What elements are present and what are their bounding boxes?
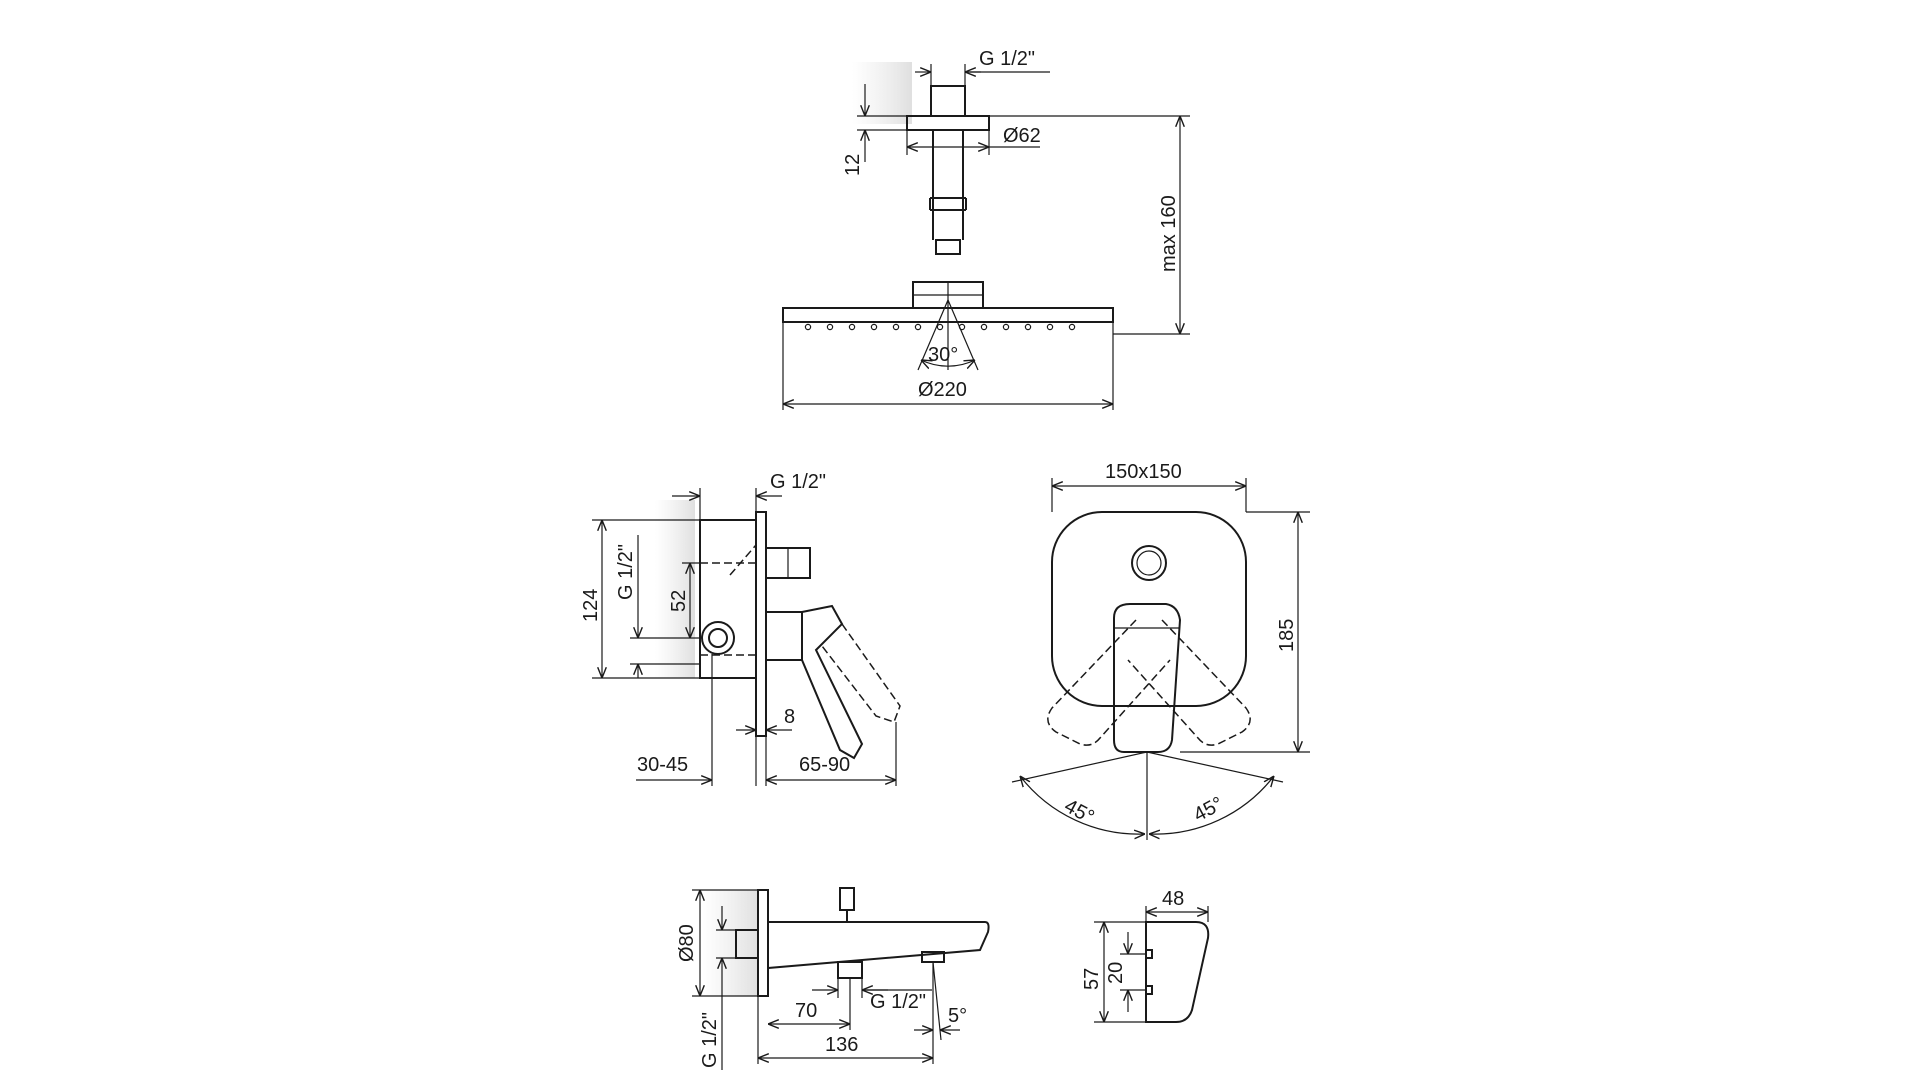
spout-angle-label: 5°: [948, 1005, 967, 1027]
spout-end-view: 48 57 20: [1081, 888, 1210, 1023]
left-angle-label: 45°: [1061, 795, 1098, 829]
head-diameter-label: Ø220: [918, 379, 967, 401]
mixer-side-view: G 1/2" 124 G 1/2" 52 8 30-45 65-90: [580, 471, 901, 786]
depth-right-label: 65-90: [799, 754, 850, 776]
nozzle-dot: [826, 323, 834, 331]
spout-thread-left-label: G 1/2": [699, 1012, 721, 1068]
nozzle-dot: [980, 323, 988, 331]
inner-height-label: 52: [668, 590, 690, 612]
spout-diameter-label: Ø80: [676, 924, 698, 962]
mixer-front-view: 150x150 185 45° 45°: [1011, 461, 1310, 840]
plate-label: 8: [784, 706, 795, 728]
max-height-label: max 160: [1158, 195, 1180, 272]
front-height-label: 185: [1276, 619, 1298, 652]
thread-label: G 1/2": [979, 48, 1035, 70]
nozzle-dot: [1024, 323, 1032, 331]
nozzle-dot: [936, 323, 944, 331]
end-height-label: 57: [1081, 968, 1103, 990]
spray-angle-label: 30°: [928, 344, 958, 366]
shower-head-view: 30° G 1/2" Ø62 12 max 160 Ø220: [782, 48, 1190, 410]
spout-view: Ø80 G 1/2" 70 G 1/2" 5° 136: [676, 887, 990, 1070]
plate-size-label: 150x150: [1105, 461, 1182, 483]
end-inner-label: 20: [1105, 962, 1127, 984]
nozzle-dot: [1046, 323, 1054, 331]
spout-length-label: 136: [825, 1034, 858, 1056]
height-label: 124: [580, 589, 602, 622]
nozzle-dot: [848, 323, 856, 331]
depth-left-label: 30-45: [637, 754, 688, 776]
flange-diameter-label: Ø62: [1003, 125, 1041, 147]
thread-left-label: G 1/2": [615, 544, 637, 600]
thread-top-label: G 1/2": [770, 471, 826, 493]
spout-offset-label: 70: [795, 1000, 817, 1022]
nozzle-dot: [914, 323, 922, 331]
spout-thread-bottom-label: G 1/2": [870, 991, 926, 1013]
flange-height-label: 12: [842, 154, 864, 176]
nozzle-dot: [1068, 323, 1076, 331]
nozzle-dot: [892, 323, 900, 331]
nozzle-dot: [804, 323, 812, 331]
right-angle-label: 45°: [1190, 793, 1227, 827]
end-width-label: 48: [1162, 888, 1184, 910]
nozzle-dot: [870, 323, 878, 331]
nozzle-dot: [1002, 323, 1010, 331]
